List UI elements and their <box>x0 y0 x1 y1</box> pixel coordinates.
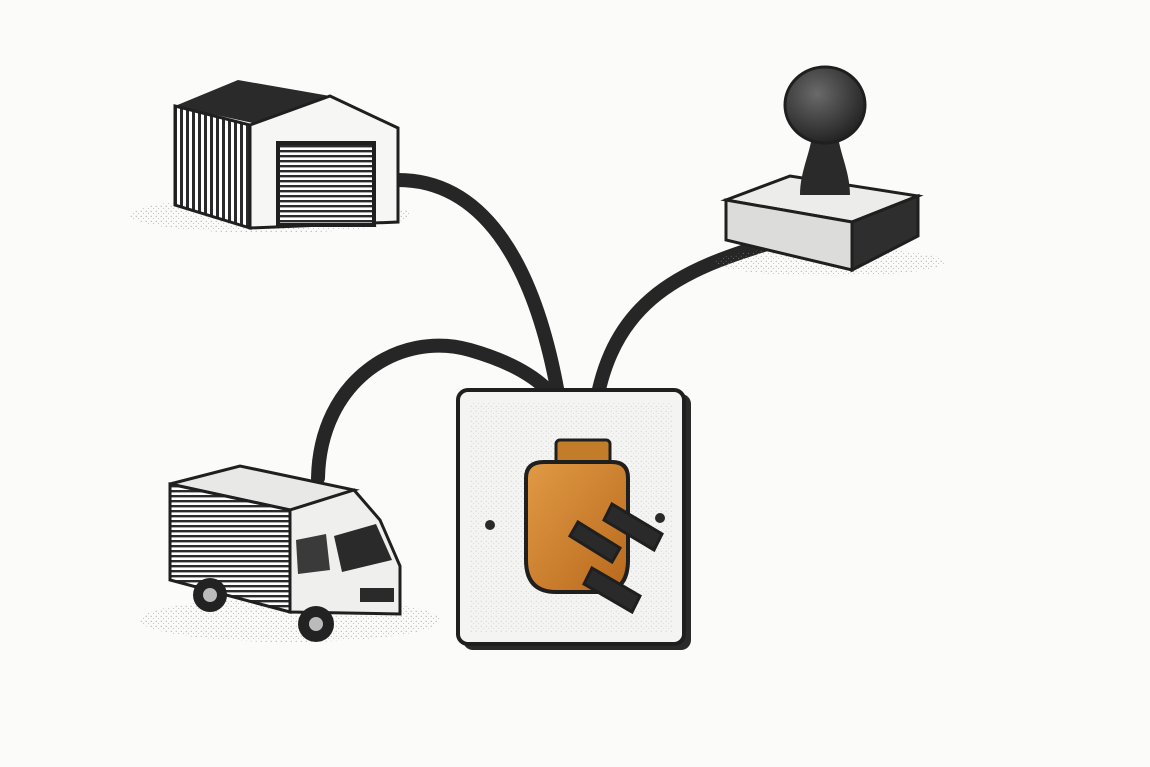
delivery-truck-icon <box>140 464 440 642</box>
cable-warehouse <box>391 173 572 447</box>
plug-icon <box>524 438 664 615</box>
warehouse-icon <box>130 80 410 233</box>
rubber-stamp-icon <box>715 65 945 276</box>
